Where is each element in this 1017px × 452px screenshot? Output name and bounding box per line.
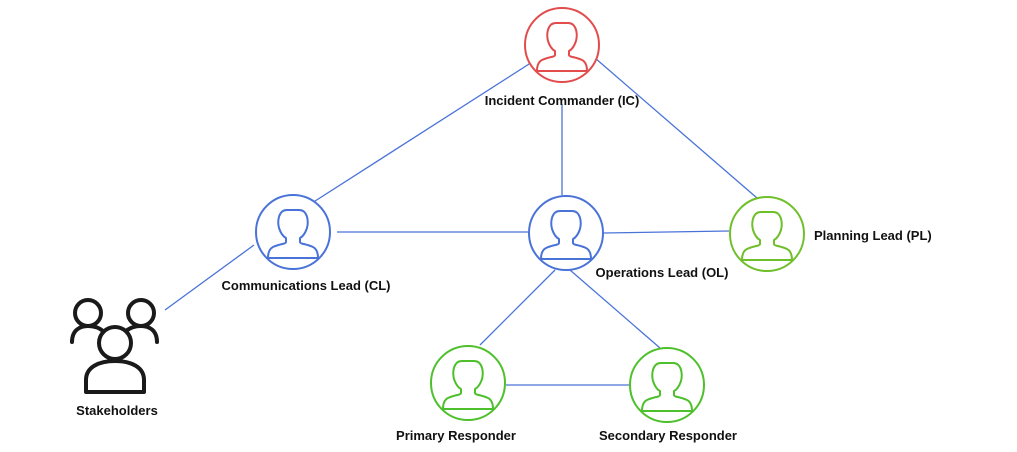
edge-ic-pl [594,57,758,199]
communications-lead-label: Communications Lead (CL) [221,278,390,293]
front-person-body [84,359,146,394]
edge-cl-sh [164,244,255,311]
node-planning-lead: Planning Lead (PL) [729,196,932,272]
incident-commander-label: Incident Commander (IC) [485,93,640,108]
person-icon [741,211,793,261]
person-icon [536,22,588,72]
front-person-head [97,325,133,361]
person-icon [641,362,693,412]
node-secondary-responder: Secondary Responder [599,347,737,443]
planning-lead-circle [729,196,805,272]
edges [164,56,758,386]
node-incident-commander: Incident Commander (IC) [485,7,640,108]
node-primary-responder: Primary Responder [396,345,516,443]
person-icon [442,360,494,410]
stakeholders-label: Stakeholders [76,403,158,418]
people-group-icon [70,298,159,394]
back-left-person-body [70,324,106,344]
edge-ol-pl [603,230,730,234]
node-stakeholders: Stakeholders [70,298,159,418]
primary-responder-label: Primary Responder [396,428,516,443]
operations-lead-label: Operations Lead (OL) [596,265,729,280]
incident-commander-circle [524,7,600,83]
secondary-responder-label: Secondary Responder [599,428,737,443]
communications-lead-circle [255,194,331,270]
back-right-person-head [126,298,156,328]
secondary-responder-circle [629,347,705,423]
primary-responder-circle [430,345,506,421]
edge-ol-pr [479,269,556,346]
back-right-person-body [123,324,159,344]
node-communications-lead: Communications Lead (CL) [221,194,391,293]
person-icon [540,210,592,260]
person-icon [267,209,319,259]
node-operations-lead: Operations Lead (OL) [528,195,729,280]
edge-ol-sr [569,269,661,349]
operations-lead-circle [528,195,604,271]
planning-lead-label: Planning Lead (PL) [814,228,932,243]
edge-ic-cl [311,56,541,204]
back-left-person-head [73,298,103,328]
